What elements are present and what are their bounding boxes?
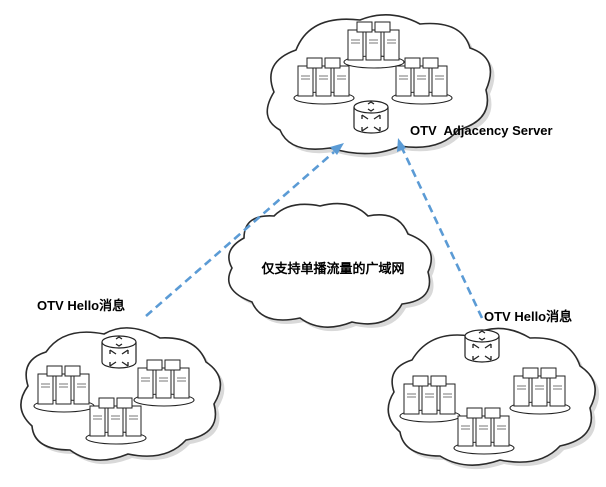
router-icon [101,335,137,369]
adjacency-server-label: OTV Adjacency Server [410,123,553,138]
hello-label-left: OTV Hello消息 [37,298,125,313]
router-icon [464,329,500,363]
hello-arrow-right [397,138,484,319]
cloud-bottom-right [387,327,600,470]
wan-cloud [227,202,436,332]
cloud-top [266,14,495,158]
hello-label-right: OTV Hello消息 [484,309,572,324]
hello-arrow-left [145,143,344,317]
router-icon [353,100,389,134]
wan-label: 仅支持单播流量的广域网 [260,261,404,276]
